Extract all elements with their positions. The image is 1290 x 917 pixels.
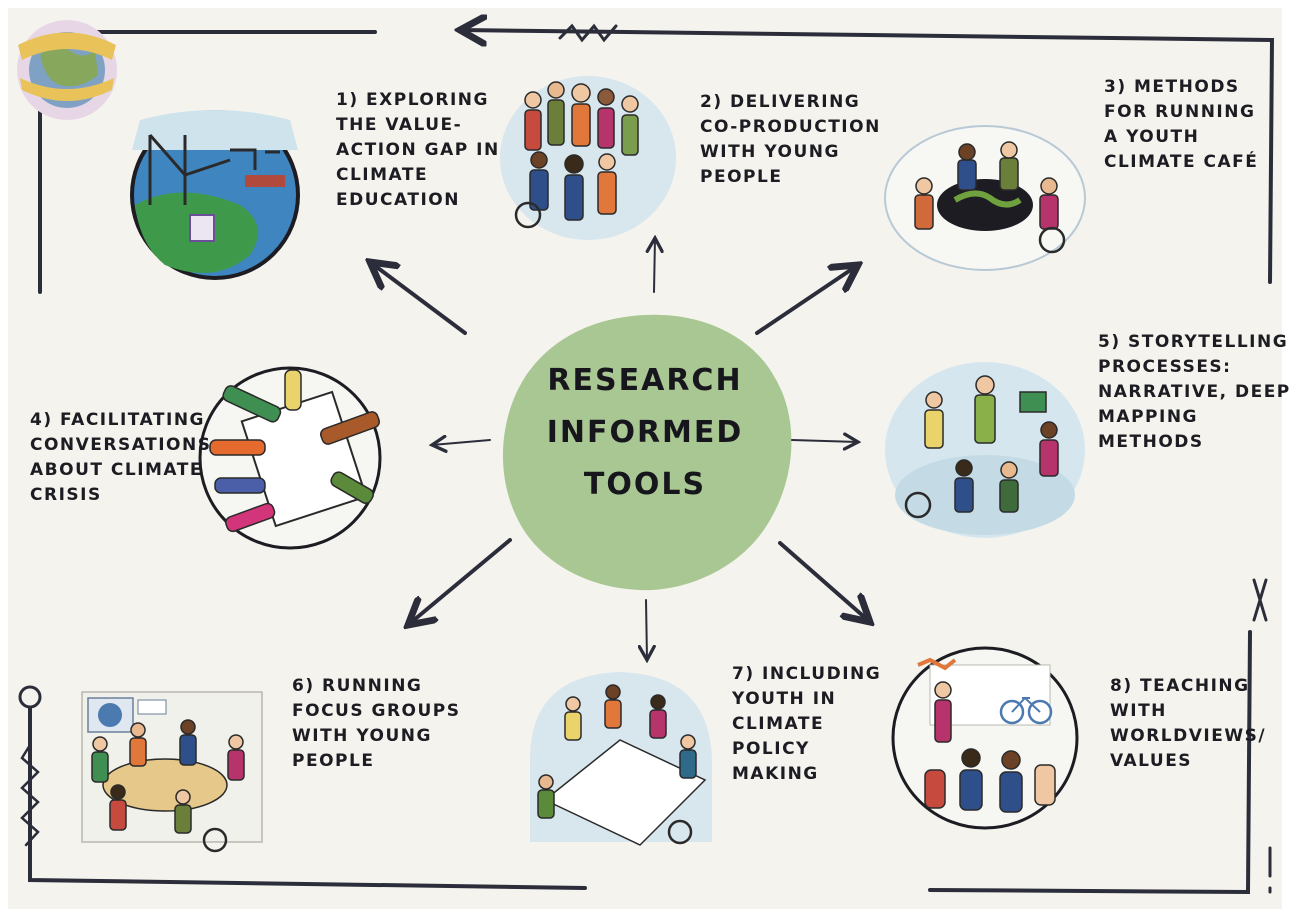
item-7-label: 7) INCLUDING YOUTH IN CLIMATE POLICY MAK… [732,662,881,787]
frame-end-dot [18,685,42,709]
item-3-label: 3) METHODS FOR RUNNING A YOUTH CLIMATE C… [1104,75,1258,175]
item-7-line-3: CLIMATE [732,714,825,734]
item-8-line-3: WORLDVIEWS/ [1110,726,1267,746]
arrow-to-item-2 [654,238,655,293]
item-1-line-3: ACTION GAP IN [336,140,500,160]
frame-zigzag [558,23,618,43]
item-6-line-2: FOCUS GROUPS [292,701,461,721]
item-4-line-3: ABOUT CLIMATE [30,460,203,480]
item-2-line-1: 2) DELIVERING [700,92,861,112]
item-1-line-1: 1) EXPLORING [336,90,489,110]
item-4-line-2: CONVERSATIONS [30,435,212,455]
item-5-line-2: PROCESSES: [1098,357,1232,377]
illustration-6-focus-group [81,691,263,853]
illustration-8-values [891,646,1079,830]
item-4-label: 4) FACILITATING CONVERSATIONS ABOUT CLIM… [30,408,211,508]
illustration-7-policy [530,672,712,846]
illustration-3-cafe [884,125,1086,271]
frame-top-arrow [460,30,1275,284]
item-5-line-5: METHODS [1098,432,1204,452]
illustration-5-storytelling [885,362,1085,538]
item-2-label: 2) DELIVERING CO-PRODUCTION WITH YOUNG P… [700,90,881,190]
arrow-to-item-6 [408,538,512,625]
item-5-label: 5) STORYTELLING PROCESSES: NARRATIVE, DE… [1098,330,1290,455]
item-8-label: 8) TEACHING WITH WORLDVIEWS/ VALUES [1110,674,1266,774]
center-title: RESEARCH INFORMED TOOLS [520,355,770,511]
item-3-line-4: CLIMATE CAFé [1104,152,1259,172]
item-4-line-1: 4) FACILITATING [30,410,206,430]
item-2-line-4: PEOPLE [700,167,783,187]
item-5-line-4: MAPPING [1098,407,1198,427]
center-line-1: RESEARCH [547,363,743,398]
item-7-line-2: YOUTH IN [732,689,837,709]
frame-border [20,23,1275,895]
item-4-line-4: CRISIS [30,485,102,505]
item-8-line-1: 8) TEACHING [1110,676,1250,696]
item-2-line-3: WITH YOUNG [700,142,840,162]
item-8-line-2: WITH [1110,701,1167,721]
item-1-line-5: EDUCATION [336,190,460,210]
badge-banner-bottom [20,78,114,101]
item-3-line-3: A YOUTH [1104,127,1200,147]
item-1-line-2: THE VALUE- [336,115,463,135]
frame-squiggle [20,743,40,847]
item-6-line-4: PEOPLE [292,751,375,771]
logo-badge [17,20,117,120]
item-2-line-2: CO-PRODUCTION [700,117,881,137]
badge-land [40,46,98,87]
badge-banner-top [18,32,116,60]
center-blob [502,314,792,591]
item-6-line-3: WITH YOUNG [292,726,432,746]
item-7-line-1: 7) INCLUDING [732,664,882,684]
illustration-2-group [500,76,676,240]
center-line-2: INFORMED [546,415,744,450]
item-3-line-1: 3) METHODS [1104,77,1240,97]
frame-x-mark [1252,578,1268,622]
item-7-line-5: MAKING [732,764,819,784]
item-6-label: 6) RUNNING FOCUS GROUPS WITH YOUNG PEOPL… [292,674,461,774]
item-3-line-2: FOR RUNNING [1104,102,1256,122]
arrow-to-item-3 [755,265,858,335]
arrow-to-item-7 [646,599,647,660]
item-5-line-3: NARRATIVE, DEEP [1098,382,1290,402]
illustration-4-hands [198,366,382,550]
arrow-to-item-5 [791,440,858,442]
item-6-line-1: 6) RUNNING [292,676,423,696]
arrow-to-item-1 [370,262,467,335]
arrow-to-item-8 [778,541,870,622]
item-5-line-1: 5) STORYTELLING [1098,332,1289,352]
arrows [370,238,870,660]
item-7-line-4: POLICY [732,739,810,759]
frame-bottom-right [928,630,1252,895]
item-1-label: 1) EXPLORING THE VALUE- ACTION GAP IN CL… [336,88,500,213]
item-1-line-4: CLIMATE [336,165,429,185]
center-line-3: TOOLS [583,467,707,502]
item-8-line-4: VALUES [1110,751,1193,771]
illustration-1-bridge [130,110,300,280]
arrow-to-item-4 [432,440,491,445]
